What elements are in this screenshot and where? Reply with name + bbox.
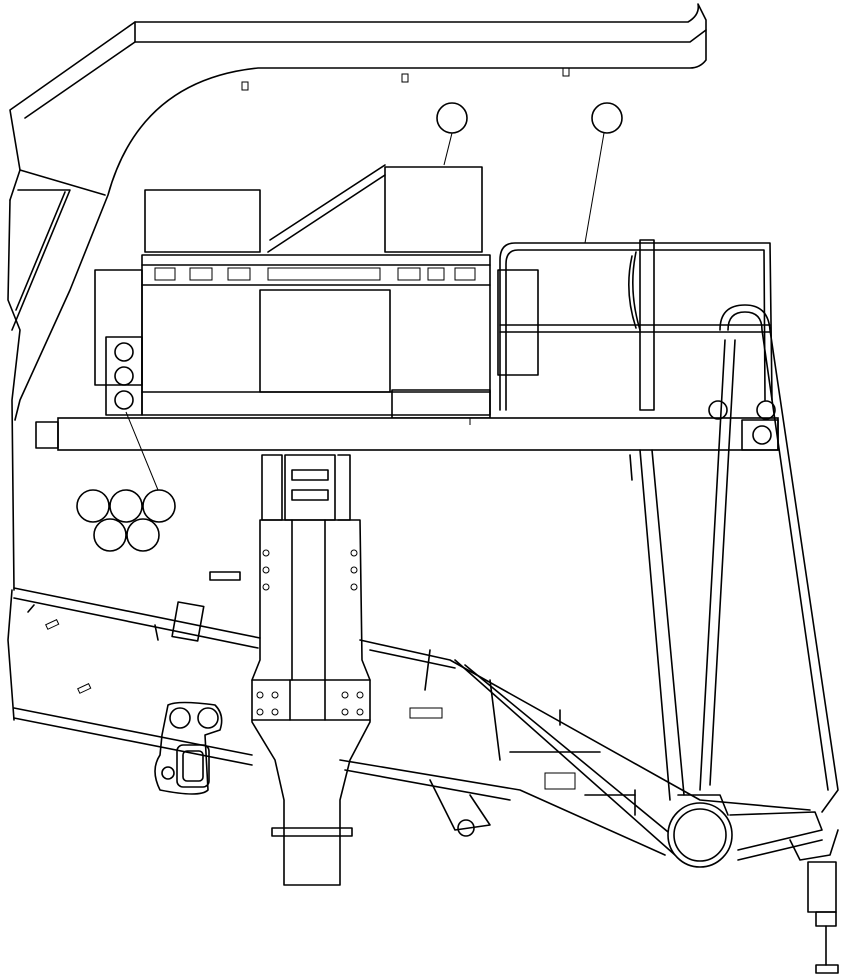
center-column <box>251 454 371 886</box>
left-body-outline <box>7 199 21 721</box>
outrigger-foot <box>807 861 839 974</box>
callout-balloon <box>142 489 176 523</box>
cross-frame <box>35 417 779 451</box>
callout-balloon <box>436 102 468 134</box>
callout-balloon <box>126 518 160 552</box>
callout-balloon <box>591 102 623 134</box>
cab-roof <box>9 3 707 421</box>
boom-arm <box>629 304 839 813</box>
mount-bracket <box>154 701 223 795</box>
handrail <box>499 239 773 411</box>
callout-balloon <box>76 489 110 523</box>
track-frame <box>13 571 261 766</box>
callout-balloon <box>93 518 127 552</box>
callouts <box>76 102 623 552</box>
callout-balloon <box>109 489 143 523</box>
lower-blade <box>339 639 811 856</box>
light-cluster <box>105 336 143 416</box>
engine-block <box>94 164 539 419</box>
pivot-cylinder <box>667 794 839 868</box>
